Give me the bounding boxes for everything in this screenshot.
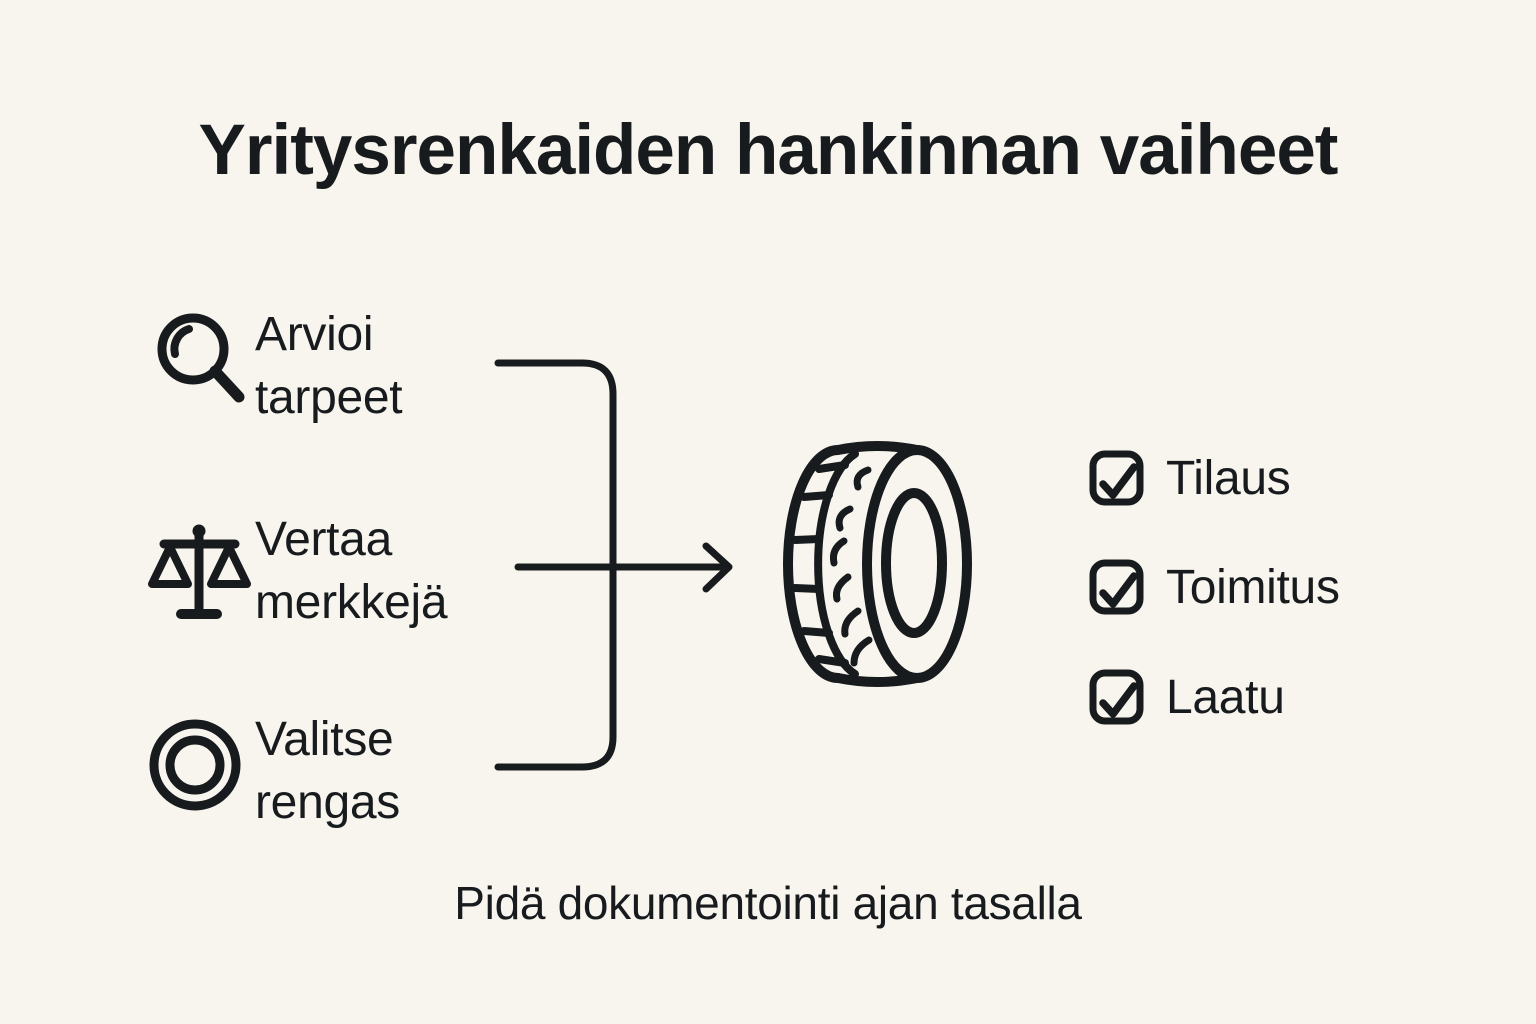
arrow-head bbox=[702, 542, 733, 593]
checklist-label: Tilaus bbox=[1166, 451, 1291, 505]
step-label-valitse-rengas: Valitse rengas bbox=[255, 713, 400, 829]
scales-icon bbox=[148, 524, 251, 619]
checklist-item-toimitus: Toimitus bbox=[1088, 558, 1340, 616]
checklist-item-tilaus: Tilaus bbox=[1088, 449, 1291, 507]
page-title: Yritysrenkaiden hankinnan vaiheet bbox=[198, 111, 1339, 190]
tire-illustration bbox=[783, 441, 972, 687]
checkbox-checked-icon bbox=[1089, 669, 1144, 725]
tire-tread-grooves bbox=[830, 466, 873, 667]
checkbox-checked-icon bbox=[1089, 450, 1144, 506]
checkbox-checked-icon bbox=[1089, 559, 1144, 615]
tire-outer-sidewall bbox=[783, 445, 843, 683]
step-label-vertaa-merkkeja: Vertaa merkkejä bbox=[255, 513, 448, 629]
tire-hub bbox=[881, 488, 947, 638]
step-label-arvioi-tarpeet: Arvioi tarpeet bbox=[255, 308, 403, 424]
footer-note: Pidä dokumentointi ajan tasalla bbox=[454, 877, 1082, 929]
checklist-label: Toimitus bbox=[1166, 560, 1340, 614]
tire-ring-icon bbox=[149, 719, 241, 811]
tire-bottom-edge bbox=[833, 673, 922, 687]
tire-shoulder-arc bbox=[814, 450, 859, 678]
tire-tread-ticks bbox=[791, 461, 849, 667]
bracket-connector bbox=[494, 359, 733, 771]
magnifier-icon bbox=[157, 313, 245, 403]
tire-top-edge bbox=[833, 441, 922, 455]
checklist-item-laatu: Laatu bbox=[1088, 668, 1285, 726]
checklist-label: Laatu bbox=[1166, 670, 1285, 724]
